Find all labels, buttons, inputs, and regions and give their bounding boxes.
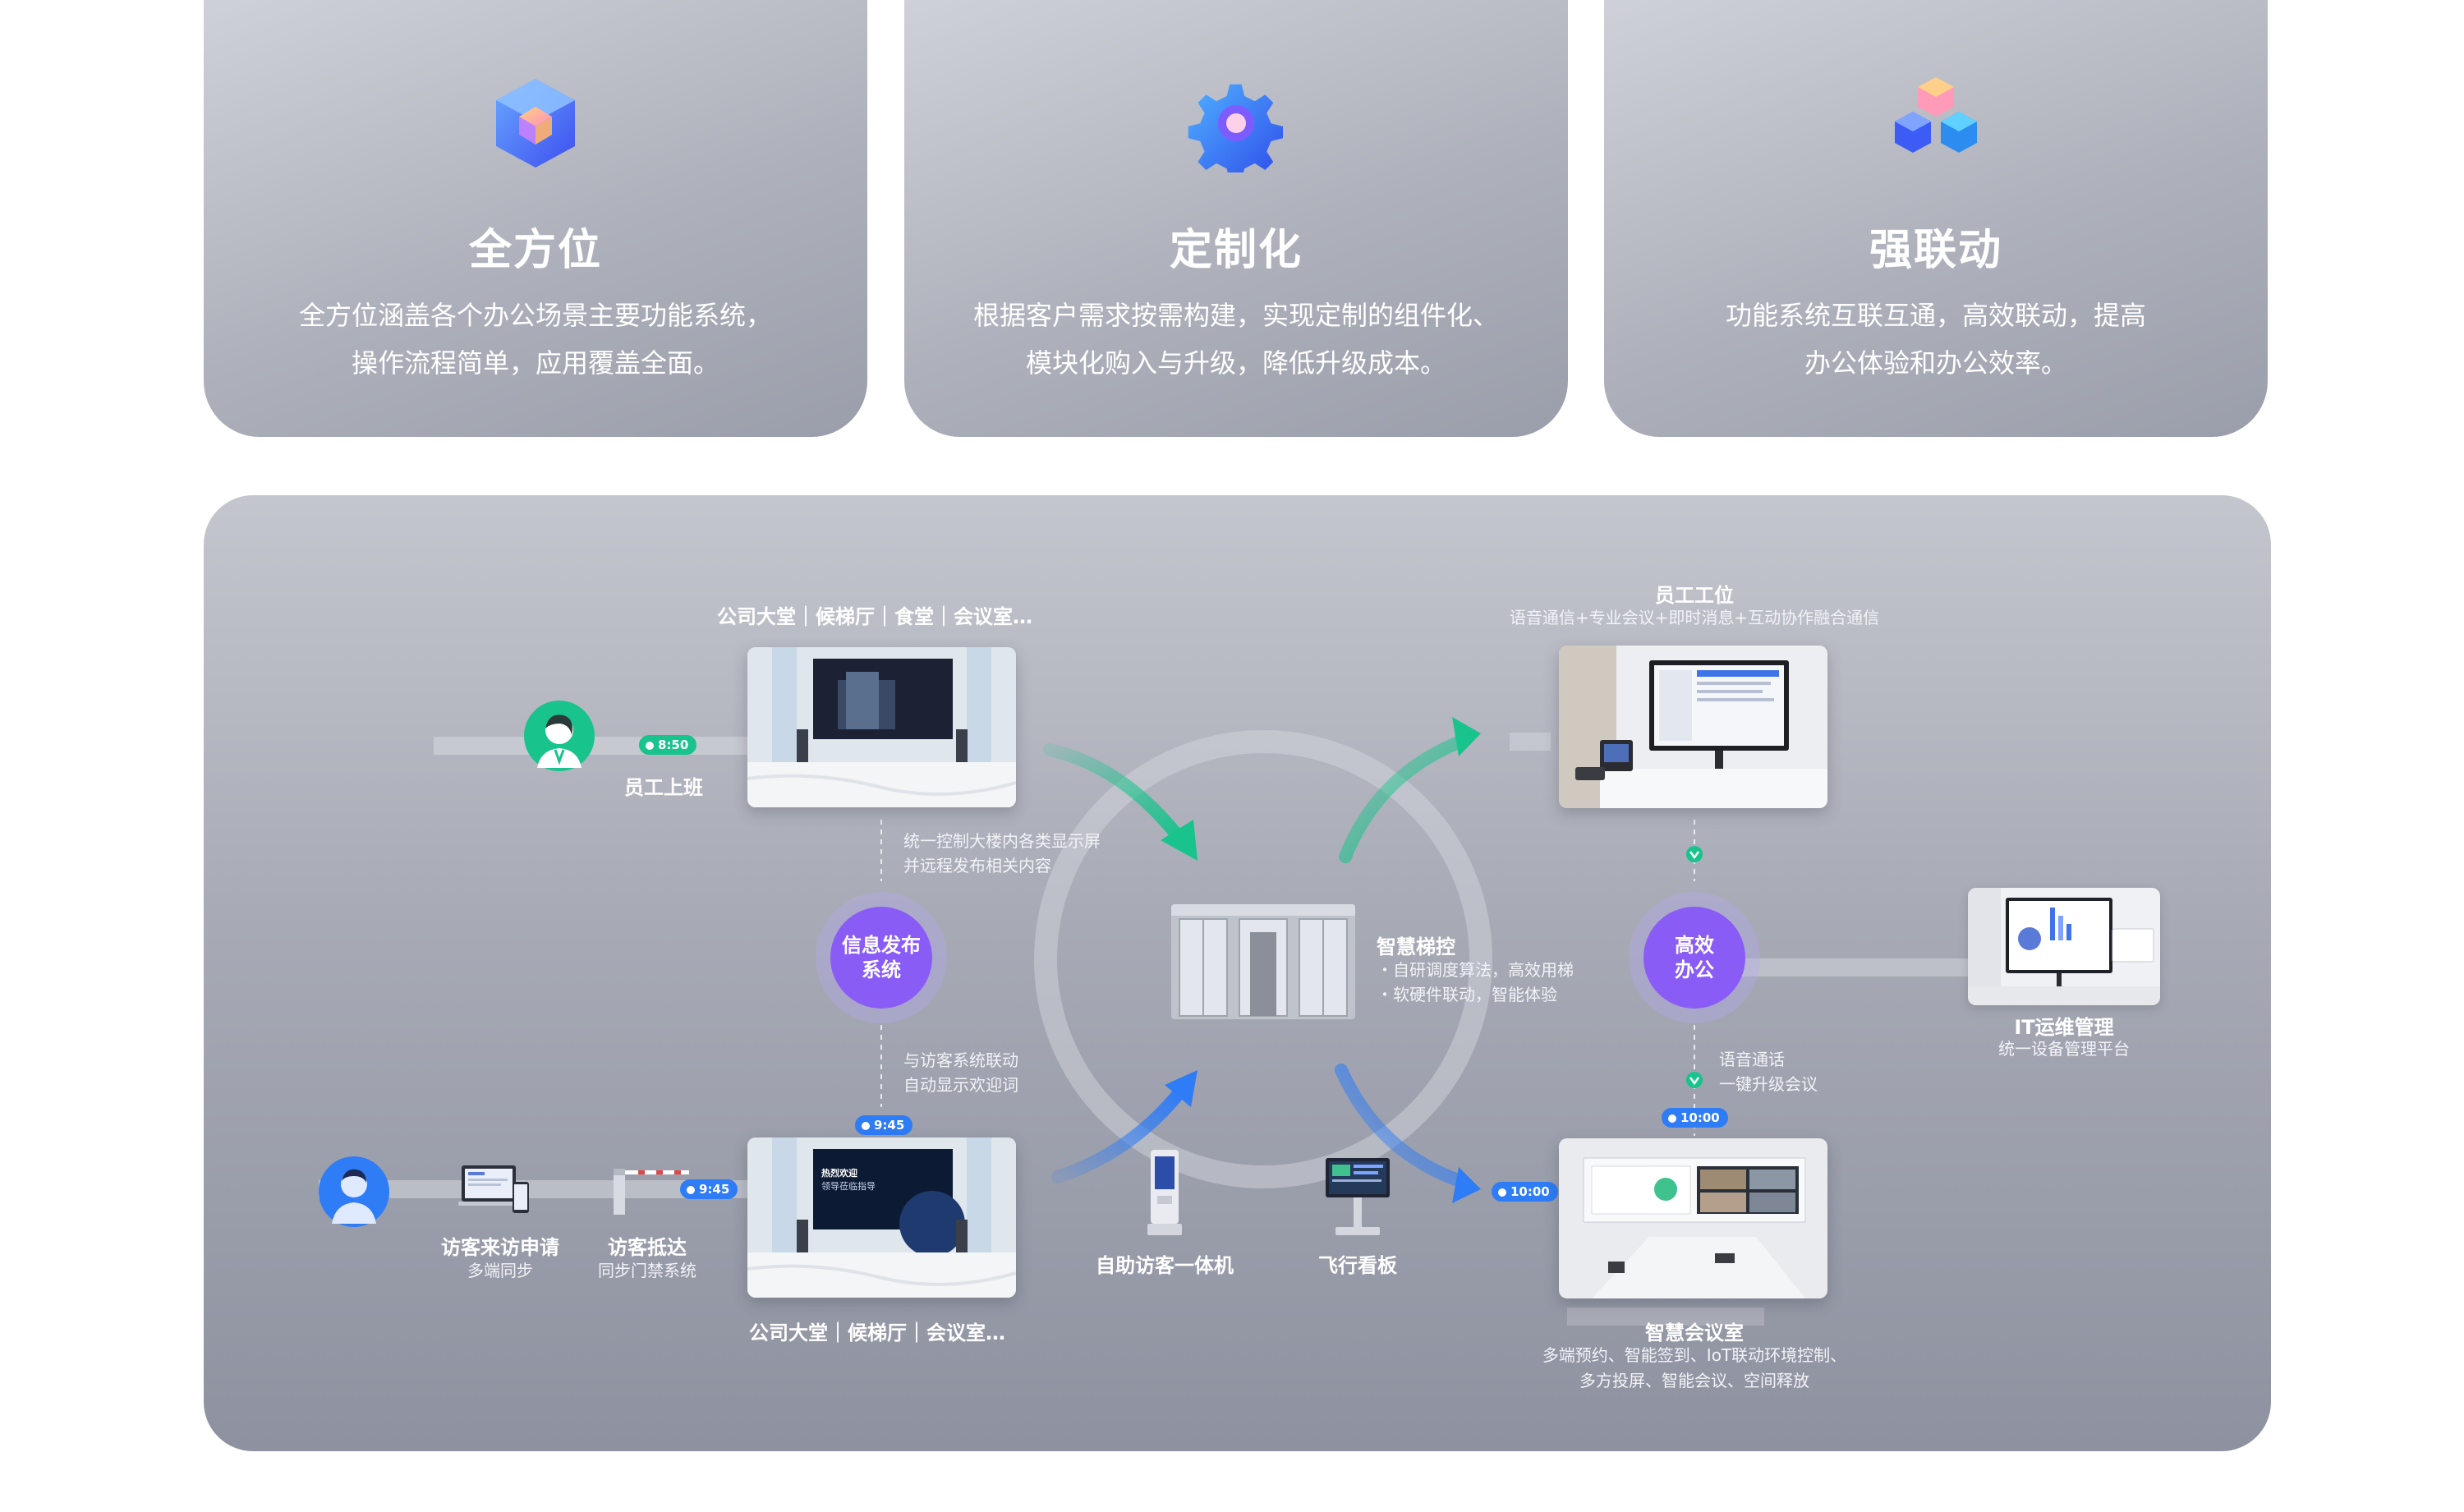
workflow-diagram: 公司大堂｜候梯厅｜食堂｜会议室… 8:50 员工上班 统一控制大楼内各类显示屏并… — [204, 495, 2271, 1451]
time-badge: 9:45 — [680, 1179, 738, 1199]
top-location-label: 公司大堂｜候梯厅｜食堂｜会议室… — [717, 605, 1032, 628]
meeting-room-sub: 多端预约、智能签到、IoT联动环境控制、多方投屏、智能会议、空间释放 — [1542, 1345, 1847, 1390]
gate-barrier-icon — [610, 1159, 692, 1220]
workstation-photo — [1559, 646, 1827, 808]
visitor-apply-sub: 多端同步 — [467, 1261, 533, 1280]
info-publish-hub: 信息发布系统 — [816, 892, 947, 1023]
flight-board-icon — [1321, 1156, 1395, 1242]
voice-call-note: 语音通话一键升级会议 — [1719, 1050, 1818, 1094]
card-title: 强联动 — [1869, 226, 2002, 275]
employee-label: 员工上班 — [624, 776, 703, 799]
laptop-phone-icon — [458, 1160, 532, 1221]
flight-board-label: 飞行看板 — [1318, 1254, 1397, 1277]
gear-icon — [1187, 74, 1285, 181]
card-title: 定制化 — [1169, 226, 1303, 275]
info-note-top: 统一控制大楼内各类显示屏并远程发布相关内容 — [903, 831, 1101, 875]
visitor-arrive-sub: 同步门禁系统 — [598, 1261, 696, 1280]
meeting-room-photo — [1559, 1138, 1827, 1298]
visitor-avatar-icon — [319, 1156, 389, 1227]
visitor-apply-title: 访客来访申请 — [441, 1236, 559, 1259]
blocks-icon — [1887, 74, 1985, 172]
kiosk-label: 自助访客一体机 — [1096, 1254, 1234, 1277]
workstation-sub: 语音通信+专业会议+即时消息+互动协作融合通信 — [1509, 608, 1880, 627]
elevator-photo — [1171, 904, 1355, 1019]
elevator-title: 智慧梯控 — [1377, 935, 1455, 958]
elevator-points: ・自研调度算法，高效用梯・软硬件联动，智能体验 — [1377, 960, 1574, 1004]
visitor-kiosk-icon — [1144, 1148, 1185, 1242]
welcome-screen-photo — [747, 1137, 1016, 1298]
lobby-screen-photo — [747, 647, 1016, 807]
info-note-bottom: 与访客系统联动自动显示欢迎词 — [903, 1050, 1018, 1095]
efficient-office-hub: 高效办公 — [1629, 892, 1760, 1023]
it-management-title: IT运维管理 — [2014, 1016, 2114, 1039]
time-badge: 10:00 — [1492, 1182, 1558, 1202]
feature-card-2: 定制化 根据客户需求按需构建，实现定制的组件化、模块化购入与升级，降低升级成本。 — [904, 0, 1568, 437]
cube-icon — [486, 74, 585, 172]
card-desc: 功能系统互联互通，高效联动，提高办公体验和办公效率。 — [1725, 300, 2146, 379]
bottom-location-label: 公司大堂｜候梯厅｜会议室… — [749, 1321, 1005, 1344]
it-management-sub: 统一设备管理平台 — [1998, 1039, 2130, 1059]
card-desc: 根据客户需求按需构建，实现定制的组件化、模块化购入与升级，降低升级成本。 — [972, 300, 1499, 379]
card-title: 全方位 — [468, 226, 602, 275]
meeting-room-title: 智慧会议室 — [1645, 1321, 1744, 1344]
welcome-screen-text: 热烈欢迎 领导莅临指导 — [821, 1168, 876, 1192]
feature-card-3: 强联动 功能系统互联互通，高效联动，提高办公体验和办公效率。 — [1604, 0, 2268, 437]
time-badge: 8:50 — [639, 735, 697, 755]
it-management-photo — [1968, 888, 2160, 1005]
employee-avatar-icon — [524, 701, 595, 771]
card-desc: 全方位涵盖各个办公场景主要功能系统，操作流程简单，应用覆盖全面。 — [298, 300, 772, 379]
feature-card-1: 全方位 全方位涵盖各个办公场景主要功能系统，操作流程简单，应用覆盖全面。 — [204, 0, 867, 437]
time-badge: 9:45 — [855, 1115, 913, 1135]
time-badge: 10:00 — [1662, 1108, 1728, 1128]
visitor-arrive-title: 访客抵达 — [608, 1236, 687, 1259]
workstation-title: 员工工位 — [1655, 584, 1734, 607]
connector-lines — [319, 717, 1970, 1326]
